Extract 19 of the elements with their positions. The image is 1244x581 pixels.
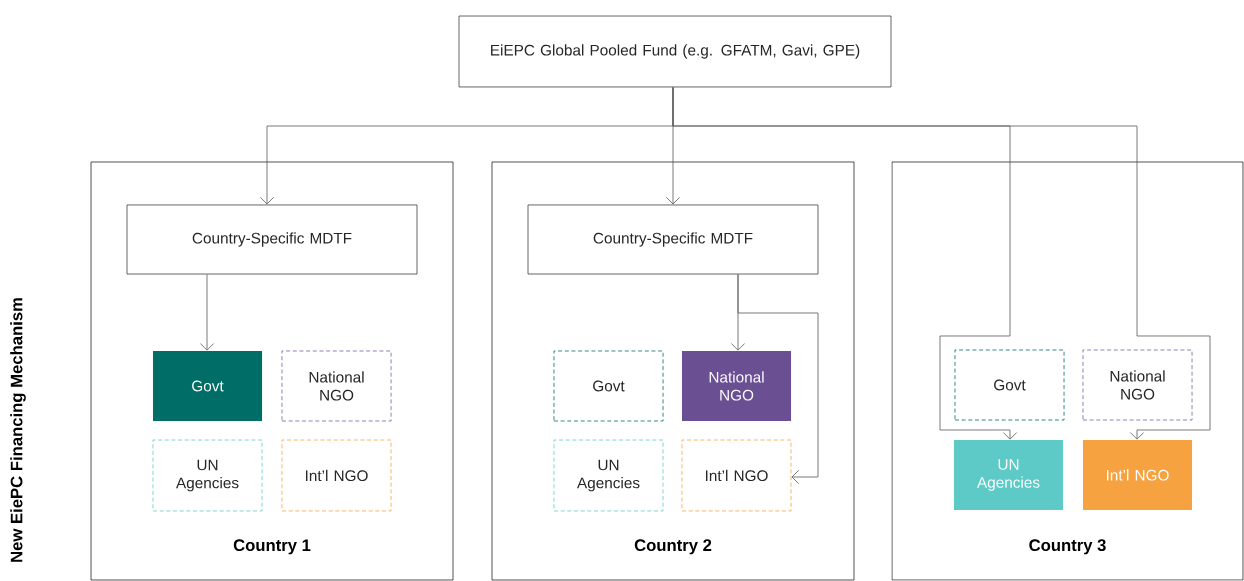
fund-box: EiEPC Global Pooled Fund (e.g. GFATM, Gavi, GPE) (458, 15, 892, 88)
organisation-box: National NGO (682, 351, 792, 421)
organisation-box: UN Agencies (152, 439, 263, 512)
organisation-box: UN Agencies (553, 439, 664, 512)
organisation-box: Govt (553, 350, 664, 422)
organisation-box: Int’l NGO (1082, 440, 1193, 510)
fund-box: Country-Specific MDTF (527, 204, 819, 275)
arrow (672, 86, 1211, 440)
side-heading: New EiePC Financing Mechanism (10, 298, 26, 562)
arrow (199, 274, 215, 351)
arrow (737, 274, 819, 485)
organisation-box: Govt (954, 349, 1065, 421)
organisation-box: Govt (153, 351, 263, 421)
organisation-box: National NGO (281, 350, 392, 422)
organisation-box: Int’l NGO (281, 439, 392, 512)
fund-box: Country-Specific MDTF (126, 204, 418, 275)
organisation-box: National NGO (1082, 349, 1193, 421)
organisation-box: Int’l NGO (681, 439, 792, 512)
organisation-box: UN Agencies (954, 440, 1064, 510)
